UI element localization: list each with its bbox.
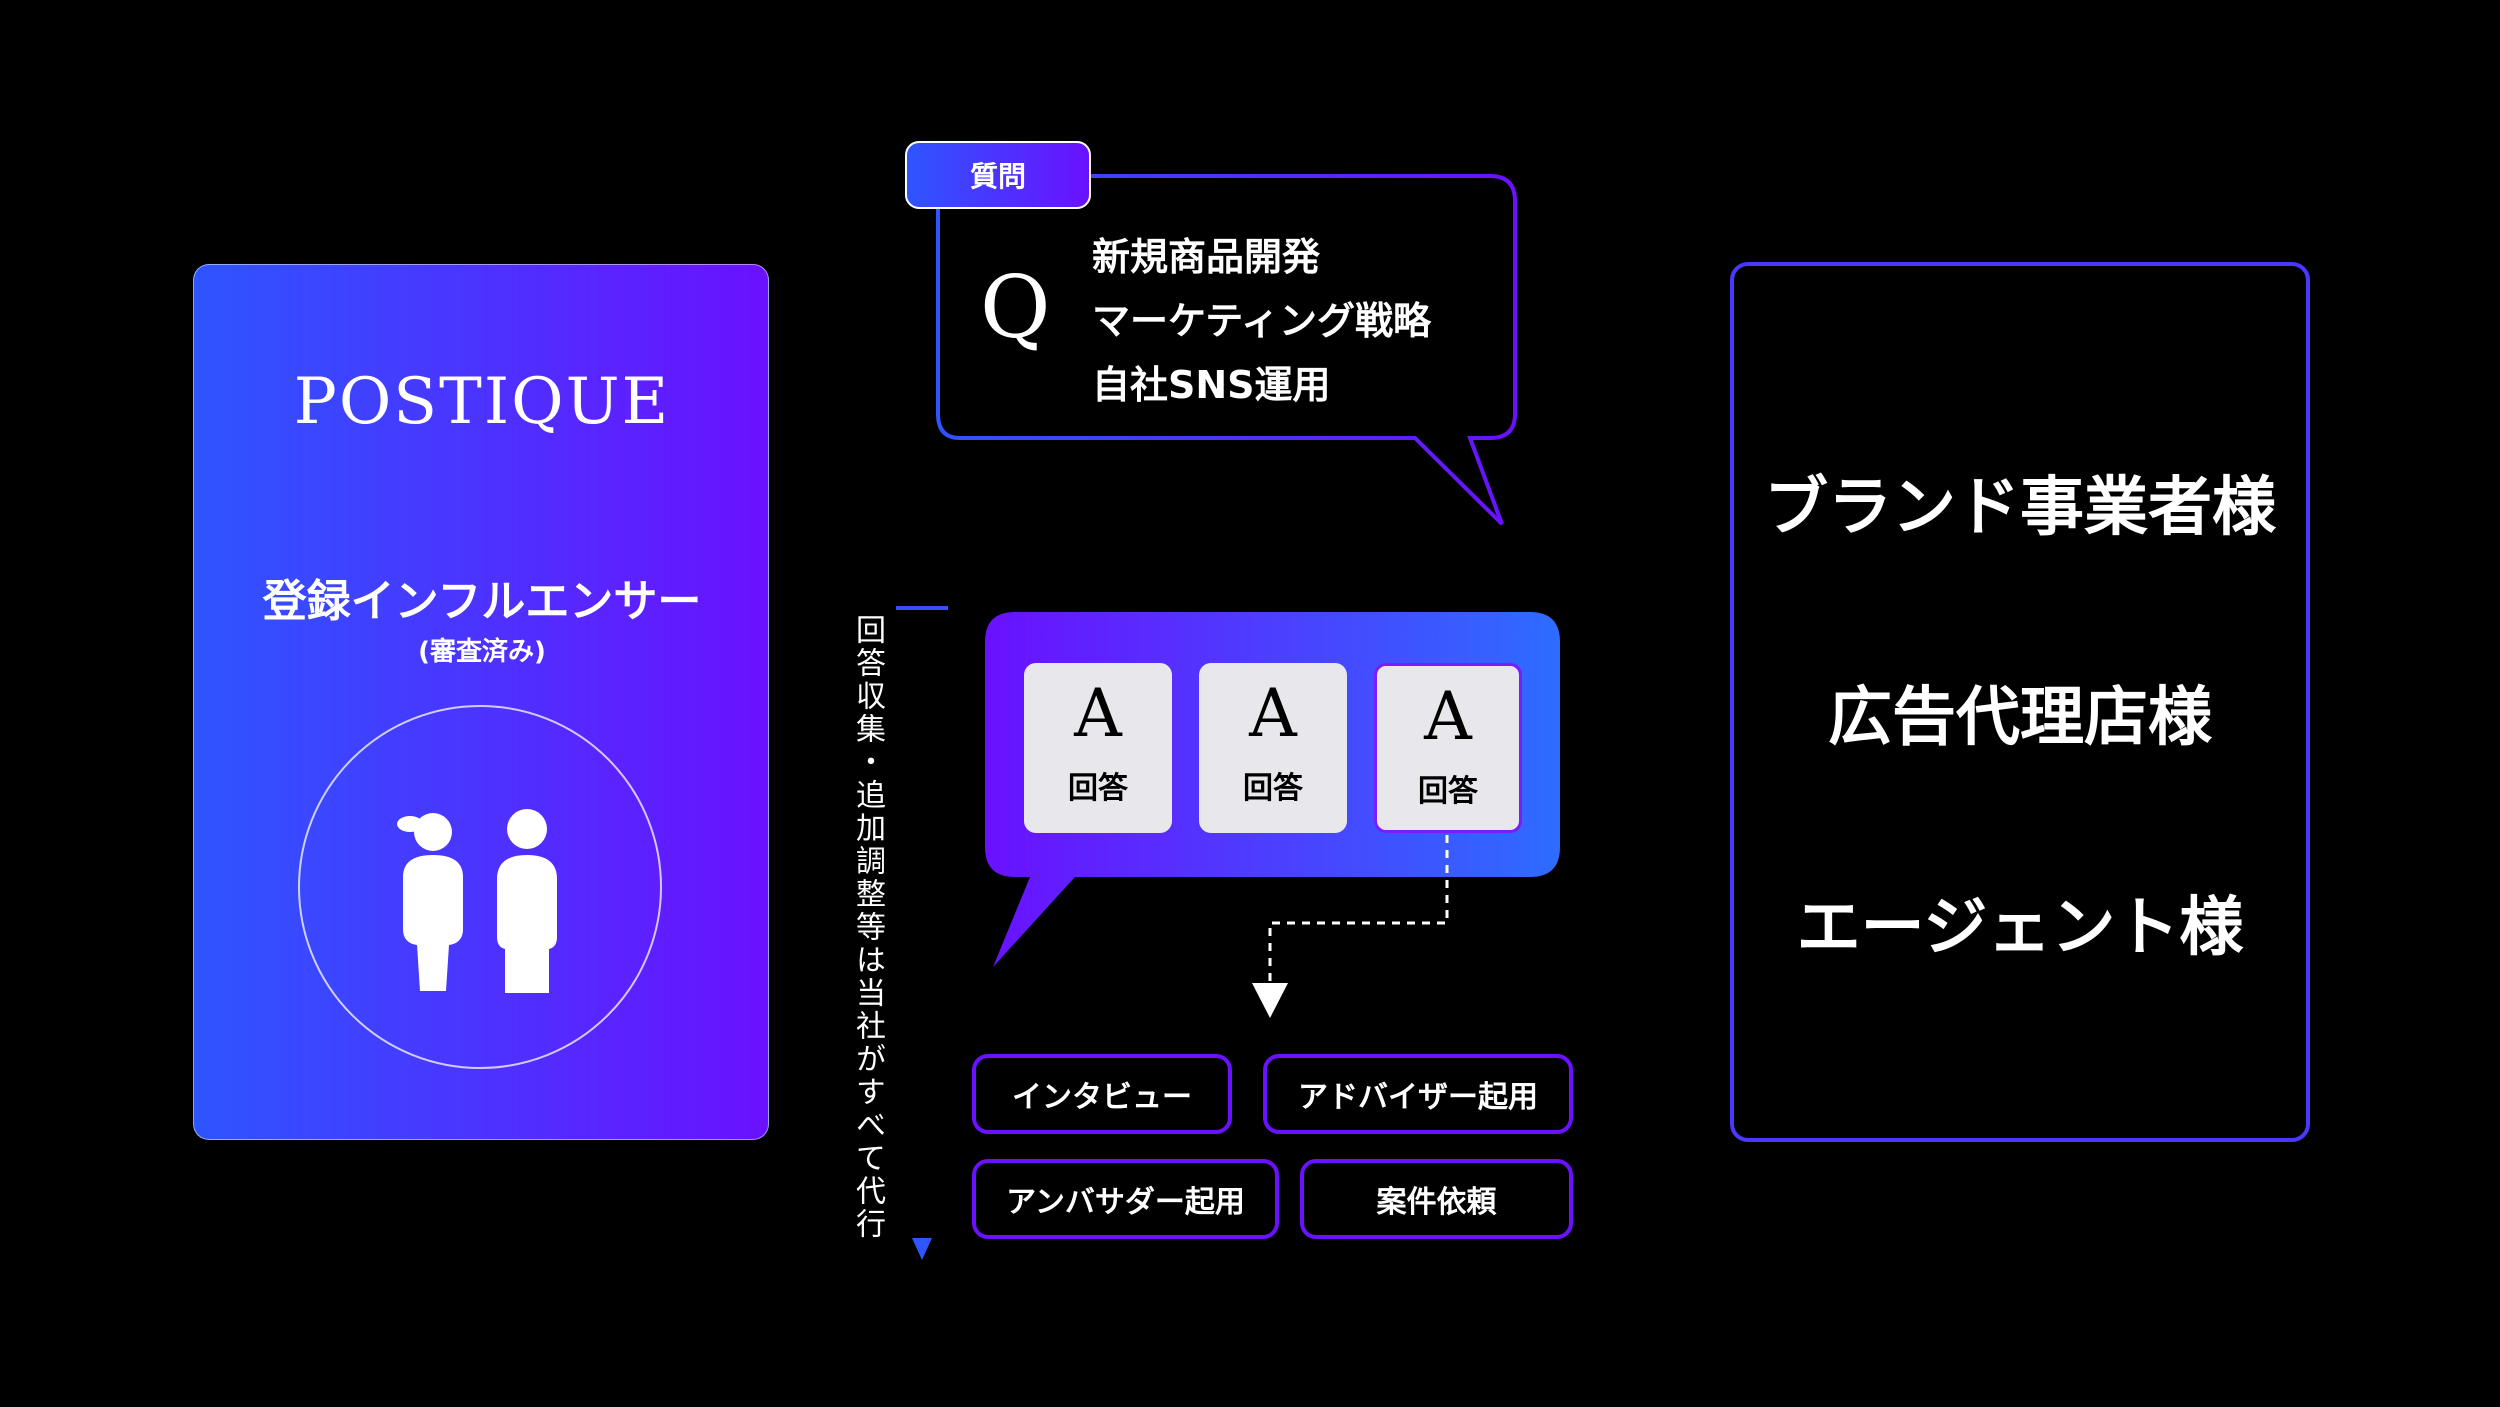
client-brand: ブランド事業者様 bbox=[1764, 471, 2276, 545]
client-agent: エージェント様 bbox=[1796, 891, 2244, 965]
answer-letter: A bbox=[1424, 678, 1472, 755]
dashed-connector bbox=[1252, 835, 1449, 1018]
postique-logo: POSTIQUE bbox=[293, 365, 671, 439]
question-letter: Q bbox=[980, 258, 1051, 358]
people-icon bbox=[397, 809, 557, 993]
question-line-3: 自社SNS運用 bbox=[1092, 363, 1331, 407]
outcome-chip-ambassador: アンバサダー起用 bbox=[972, 1159, 1279, 1239]
answer-letter: A bbox=[1074, 675, 1122, 752]
question-line-1: 新規商品開発 bbox=[1092, 235, 1321, 279]
outcome-chip-project: 案件依頼 bbox=[1300, 1159, 1573, 1239]
question-bubble bbox=[936, 174, 1517, 526]
answer-card: A 回答 bbox=[1024, 663, 1172, 833]
timeline-arrow bbox=[896, 606, 948, 1260]
client-ad-agency: 広告代理店様 bbox=[1828, 681, 2212, 755]
answer-card: A 回答 bbox=[1199, 663, 1347, 833]
answer-label: 回答 bbox=[1068, 771, 1128, 806]
answer-letter: A bbox=[1249, 675, 1297, 752]
outcome-chip-interview: インタビュー bbox=[972, 1054, 1232, 1134]
influencer-subtitle: (審査済み) bbox=[418, 637, 546, 667]
answer-label: 回答 bbox=[1243, 771, 1303, 806]
timeline-text: 回答収集・追加調整等は当社がすべて代行 bbox=[850, 614, 885, 1241]
question-line-2: マーケティング戦略 bbox=[1092, 299, 1431, 343]
client-card: ブランド事業者様 広告代理店様 エージェント様 bbox=[1730, 262, 2310, 1142]
influencer-title: 登録インフルエンサー bbox=[262, 576, 702, 627]
people-icon-circle bbox=[298, 705, 662, 1069]
influencer-card: POSTIQUE 登録インフルエンサー (審査済み) bbox=[193, 264, 769, 1140]
answer-card-selected: A 回答 bbox=[1374, 663, 1522, 833]
outcome-chip-advisor: アドバイザー起用 bbox=[1263, 1054, 1573, 1134]
answer-label: 回答 bbox=[1418, 774, 1478, 809]
question-tag: 質問 bbox=[905, 141, 1091, 209]
